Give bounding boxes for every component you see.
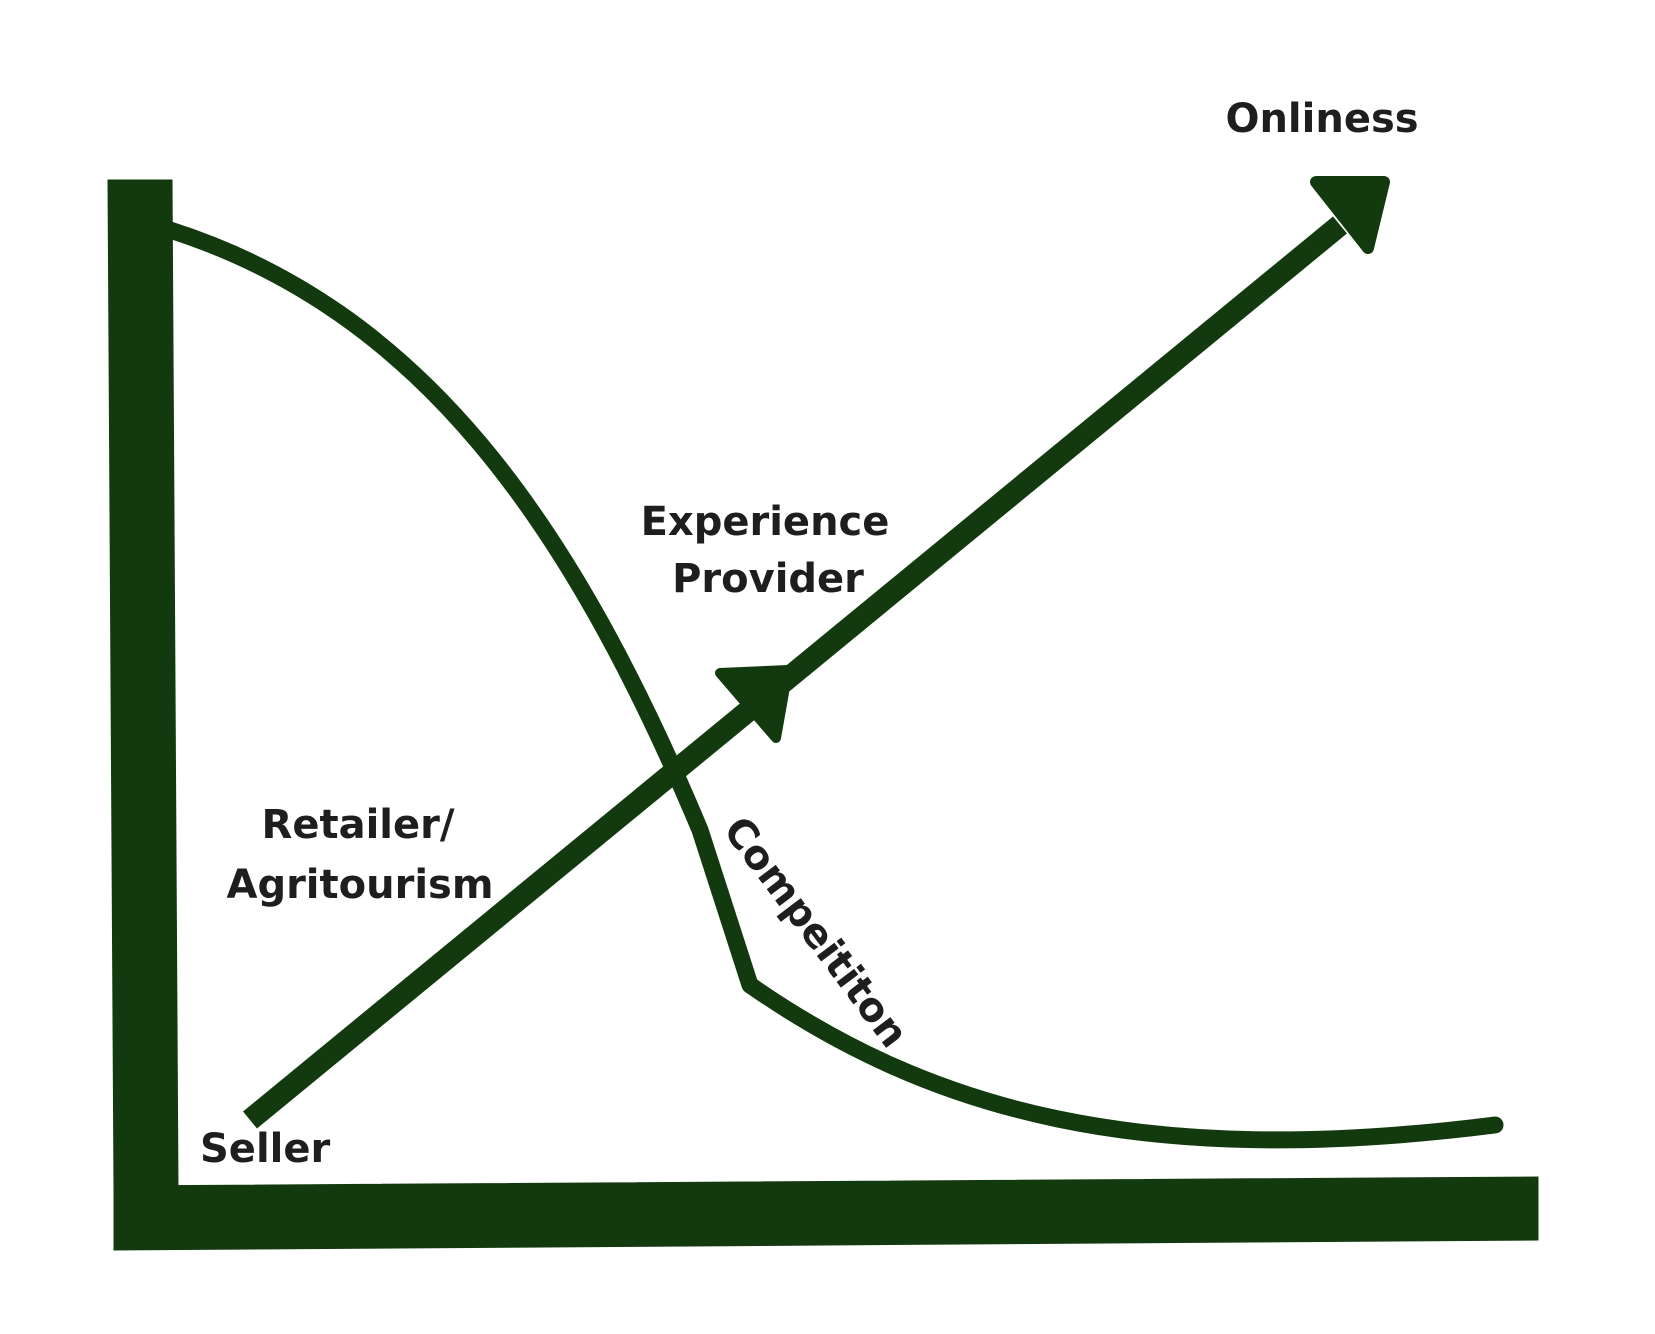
- onliness-label: Onliness: [1225, 96, 1418, 142]
- onliness-arrow-shaft: [243, 216, 1347, 1129]
- onliness-arrowhead: [1310, 176, 1390, 254]
- experience-provider-label-line2: Provider: [672, 556, 864, 602]
- retailer-agritourism-label-line2: Agritourism: [226, 862, 493, 908]
- experience-provider-label-line1: Experience: [641, 499, 890, 545]
- competition-curve: [161, 221, 1504, 1149]
- horizontal-axis: [113, 1176, 1539, 1251]
- mid-arrowhead: [715, 665, 793, 743]
- retailer-agritourism-label-line1: Retailer/: [262, 802, 455, 848]
- vertical-axis: [107, 179, 179, 1191]
- seller-label: Seller: [200, 1126, 330, 1172]
